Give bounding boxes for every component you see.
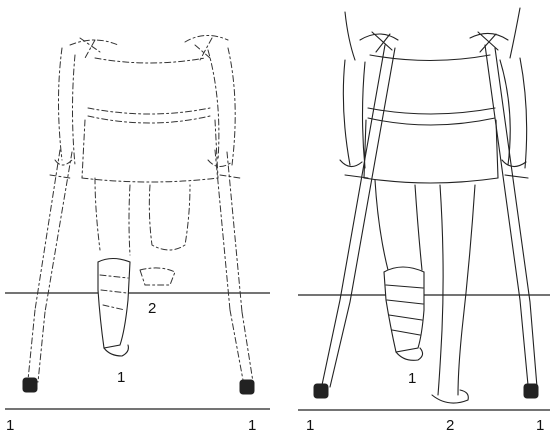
left-figure	[55, 35, 235, 255]
left-crutch-right-tip	[240, 380, 254, 394]
left-label-crutch-right: 1	[248, 417, 256, 434]
right-label-crutch-right: 1	[536, 417, 544, 434]
right-cast-leg	[384, 267, 424, 360]
left-arm-left	[59, 48, 76, 165]
right-leg-casted-thigh	[375, 180, 422, 270]
right-figure	[340, 8, 527, 403]
right-crutch-left-shaft	[322, 45, 395, 387]
right-shorts-hem	[364, 178, 498, 183]
left-cast-leg	[98, 259, 175, 357]
right-leg-standing	[438, 185, 475, 395]
left-panel: 2 1 1 1	[5, 35, 270, 434]
right-label-foot: 2	[446, 417, 454, 434]
left-crutch-left-shaft	[28, 150, 72, 382]
right-crutch-right-grip	[505, 175, 528, 178]
right-label-step-one: 1	[408, 370, 416, 387]
left-hands	[55, 160, 232, 167]
right-arm-left	[343, 60, 365, 168]
left-label-crutch-left: 1	[6, 417, 14, 434]
left-label-step-one: 1	[117, 369, 125, 386]
right-crutch-right-shaft	[485, 45, 537, 387]
left-cast	[98, 259, 130, 349]
right-shoulder-left	[360, 32, 398, 52]
left-label-step-two: 2	[148, 300, 156, 317]
left-crutch-left-tip	[23, 378, 37, 392]
left-trailing-foot	[140, 268, 175, 285]
left-shoulder-left	[70, 38, 118, 58]
left-crutch-left	[23, 150, 72, 392]
left-chest	[95, 58, 205, 63]
right-crutch-right-tip	[524, 384, 538, 398]
left-belt	[88, 108, 210, 123]
left-crutch-right-grip	[220, 175, 240, 178]
right-panel: 1 1 2 1	[298, 8, 550, 434]
left-crutch-right	[215, 150, 254, 394]
right-shoulder-right	[470, 32, 508, 52]
left-crutch-right-shaft	[215, 150, 253, 382]
right-chest	[370, 55, 490, 61]
left-arm-right	[208, 48, 235, 165]
left-torso-sides	[82, 120, 218, 178]
left-leg-forward	[95, 178, 130, 255]
right-belt	[368, 108, 495, 125]
right-torso-sides	[364, 120, 498, 178]
right-crutch-left	[314, 45, 395, 398]
left-leg-stump	[149, 185, 190, 250]
right-crutch-right	[485, 45, 538, 398]
right-foot-two	[432, 390, 468, 403]
right-label-crutch-left: 1	[306, 417, 314, 434]
left-shorts-hem	[82, 178, 218, 182]
left-crutch-left-grip	[50, 175, 70, 178]
left-shoulder-right	[185, 35, 228, 60]
right-cast	[384, 267, 424, 352]
right-crutch-left-tip	[314, 384, 328, 398]
